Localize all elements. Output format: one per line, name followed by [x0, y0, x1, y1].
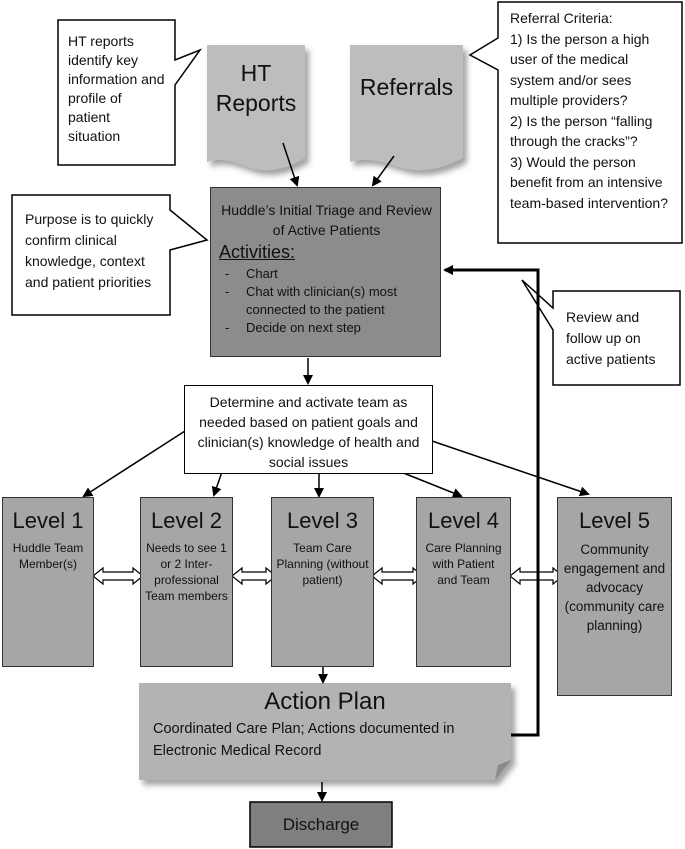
- level-1-title: Level 1: [12, 508, 84, 533]
- ht-reports-note-text: HT reports identify key information and …: [68, 33, 165, 144]
- referral-criteria-title: Referral Criteria:: [510, 10, 613, 26]
- ht-reports-document: HT Reports: [207, 58, 305, 118]
- action-plan-desc: Coordinated Care Plan; Actions documente…: [153, 721, 455, 759]
- level-4-box: Level 4 Care Planning with Patient and T…: [416, 497, 511, 667]
- huddle-title: Huddle’s Initial Triage and Review of Ac…: [221, 202, 432, 238]
- review-note: Review and follow up on active patients: [558, 303, 678, 374]
- referrals-document: Referrals: [350, 72, 463, 102]
- level-1-desc: Huddle Team Member(s): [12, 541, 84, 571]
- level-2-box: Level 2 Needs to see 1 or 2 Inter-profes…: [140, 497, 233, 667]
- review-note-text: Review and follow up on active patients: [566, 309, 656, 367]
- referral-criterion-1: 1) Is the person a high user of the medi…: [510, 30, 650, 109]
- level-3-desc: Team Care Planning (without patient): [276, 541, 369, 587]
- referral-criterion-2: 2) Is the person “falling through the cr…: [510, 112, 653, 150]
- level-4-desc: Care Planning with Patient and Team: [425, 541, 502, 587]
- feedback-loop-arrow: [443, 265, 540, 737]
- referrals-document-shape: [350, 45, 463, 171]
- level-2-title: Level 2: [151, 508, 222, 533]
- ht-reports-note: HT reports identify key information and …: [60, 30, 174, 148]
- determine-text: Determine and activate team as needed ba…: [197, 394, 420, 470]
- activity-item: Chart: [219, 265, 434, 283]
- referral-criteria-callout-shape: [468, 1, 683, 244]
- action-plan-shape: [139, 683, 511, 780]
- level-4-title: Level 4: [428, 508, 499, 533]
- ht-reports-label: HT Reports: [215, 60, 297, 116]
- determine-team-box: Determine and activate team as needed ba…: [184, 385, 433, 474]
- activity-item: Chat with clinician(s) most connected to…: [219, 283, 434, 319]
- referral-criteria: Referral Criteria: 1) Is the person a hi…: [502, 8, 680, 213]
- referrals-to-huddle-arrow: [371, 155, 395, 187]
- activities-list: Chart Chat with clinician(s) most connec…: [219, 265, 434, 337]
- level-double-arrows: [92, 566, 564, 586]
- review-callout-shape: [521, 279, 681, 386]
- ht-reports-document-shape: [207, 45, 305, 171]
- purpose-callout-shape: [11, 194, 209, 316]
- level-5-title: Level 5: [579, 508, 650, 533]
- activities-heading: Activities:: [219, 242, 296, 262]
- referrals-label: Referrals: [359, 74, 454, 100]
- discharge-box-shape: [249, 801, 393, 848]
- level-5-desc: Community engagement and advocacy (commu…: [563, 542, 666, 633]
- level-3-box: Level 3 Team Care Planning (without pati…: [271, 497, 374, 667]
- discharge-label: Discharge: [282, 815, 360, 834]
- to-level4-arrow: [400, 471, 463, 498]
- level-2-desc: Needs to see 1 or 2 Inter-professional T…: [145, 541, 228, 603]
- ht-reports-callout-shape: [57, 19, 203, 166]
- to-level1-arrow: [82, 430, 186, 498]
- level-3-title: Level 3: [287, 508, 358, 533]
- level-1-box: Level 1 Huddle Team Member(s): [2, 497, 94, 667]
- to-level5-arrow: [431, 440, 590, 497]
- discharge-box: Discharge: [250, 802, 392, 847]
- huddle-triage-box: Huddle’s Initial Triage and Review of Ac…: [210, 187, 441, 357]
- referral-criterion-3: 3) Would the person benefit from an inte…: [510, 153, 668, 211]
- level-5-box: Level 5 Community engagement and advocac…: [557, 497, 672, 696]
- action-plan-fold: [495, 760, 511, 780]
- action-plan-title: Action Plan: [264, 688, 386, 715]
- purpose-note-text: Purpose is to quickly confirm clinical k…: [25, 211, 154, 290]
- ht-to-huddle-arrow: [282, 142, 300, 187]
- activity-item: Decide on next step: [219, 319, 434, 337]
- action-plan: Action Plan Coordinated Care Plan; Actio…: [139, 686, 511, 762]
- purpose-note: Purpose is to quickly confirm clinical k…: [15, 205, 169, 297]
